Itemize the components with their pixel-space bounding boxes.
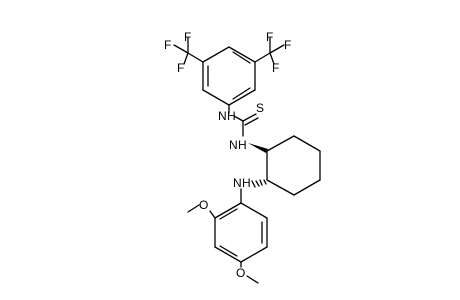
bond [266,179,295,196]
bond [228,89,256,106]
atom-o: O [236,266,245,280]
bond [183,52,189,65]
bond [219,245,238,257]
atom-labels: F F F F F F N H S N H N H O O [164,30,291,280]
bond [232,51,251,64]
atom-o: O [199,198,208,212]
atom-f: F [177,61,184,75]
hash-mark [251,180,256,188]
bond [242,113,257,122]
hash-mark [263,179,267,185]
bond [214,202,242,219]
bonds [173,37,321,284]
bond [293,179,321,196]
atom-n: N [229,138,238,152]
bond [269,52,275,65]
bond [240,202,268,219]
bond [214,246,242,263]
bond [202,46,230,63]
bond [202,89,230,106]
bond [232,87,251,100]
atom-f: F [272,61,279,75]
bond [246,275,259,284]
atom-s: S [256,101,264,115]
bond [233,115,244,122]
atom-f: F [184,30,191,44]
bond [209,210,216,219]
bond [254,52,271,63]
hash-mark [259,179,263,186]
bond [266,135,295,152]
bond [187,204,200,213]
atom-f: F [284,38,291,52]
bond [293,135,321,152]
bond [173,44,189,54]
atom-f: F [164,38,171,52]
atom-n: N [233,176,242,190]
bond [219,208,238,220]
atom-h: H [242,176,251,190]
atom-f: F [266,30,273,44]
bond [187,52,204,63]
atom-n: N [218,109,227,123]
atom-h: H [227,109,236,123]
bond [244,117,259,126]
wedge-bond [248,143,268,153]
bond [228,46,256,63]
bond [240,246,268,263]
hashed-wedge-bond [251,179,267,188]
atom-h: H [238,138,247,152]
hash-mark [255,180,260,187]
bond [269,44,285,54]
